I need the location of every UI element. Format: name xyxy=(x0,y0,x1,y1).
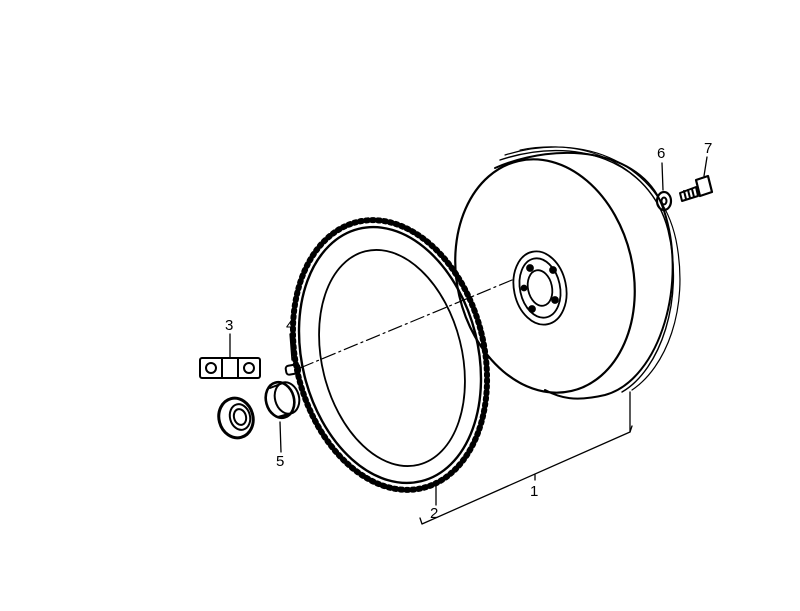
flywheel xyxy=(454,146,681,400)
callout-3: 3 xyxy=(225,317,233,334)
flywheel-rim-band-1 xyxy=(499,149,675,393)
ring-gear xyxy=(289,217,491,493)
ring-gear-inner xyxy=(318,249,466,467)
sleeve-bushing xyxy=(264,380,301,420)
dowel-pin xyxy=(284,363,302,376)
bolt xyxy=(679,174,714,202)
leader-lines xyxy=(229,156,708,525)
callout-5: 5 xyxy=(276,453,284,470)
callout-4: 4 xyxy=(286,317,294,334)
ring-gear-outer xyxy=(297,225,483,485)
washer xyxy=(655,190,673,212)
bracket-plate xyxy=(199,357,261,379)
center-axis xyxy=(299,279,513,369)
flywheel-rear-rim xyxy=(494,151,674,400)
flywheel-hub xyxy=(512,250,568,326)
callout-7: 7 xyxy=(704,140,712,157)
flywheel-front-face xyxy=(454,158,636,394)
callout-6: 6 xyxy=(657,145,665,162)
callout-2: 2 xyxy=(430,505,438,522)
flywheel-rim-groove xyxy=(519,146,669,231)
ring-gear-teeth xyxy=(289,217,491,493)
bearing xyxy=(217,396,255,440)
callout-1: 1 xyxy=(530,483,538,500)
